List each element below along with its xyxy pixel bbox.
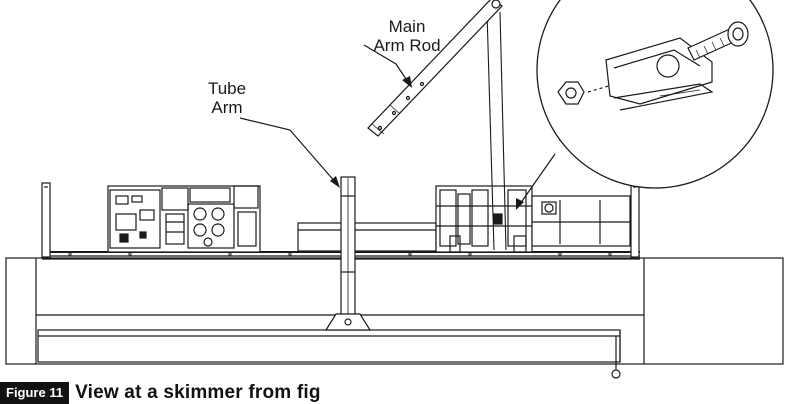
main-arm-rod: [367, 0, 503, 137]
pull-chain: [611, 336, 621, 379]
detail-magnifier: [536, 0, 774, 189]
main-arm-rod-label-line2: Arm Rod: [373, 36, 441, 55]
tube-arm-label-line2: Arm: [211, 98, 243, 117]
tube-arm: [324, 176, 372, 331]
motor-assembly: [435, 185, 631, 253]
arm-posts: [486, 11, 507, 251]
main-arm-rod-label: Main Arm Rod: [352, 17, 462, 55]
figure-caption: Figure 11 View at a skimmer from fig: [0, 382, 321, 404]
platform-frame: [5, 257, 784, 365]
leader-lines: [239, 44, 556, 205]
control-board: [107, 185, 261, 253]
tube-arm-label-line1: Tube: [207, 79, 247, 98]
leader-arrowhead: [402, 76, 412, 88]
leader-arrowhead: [330, 176, 340, 188]
main-arm-rod-label-line1: Main: [388, 17, 426, 36]
leader-arrowhead: [516, 198, 524, 210]
slide-plate: [297, 222, 437, 252]
tube-arm-label: Tube Arm: [186, 79, 268, 117]
bracket-clip: [605, 37, 714, 111]
hex-nut: [557, 81, 585, 105]
caption-text: View at a skimmer from fig: [75, 382, 321, 403]
figure-badge: Figure 11: [0, 382, 70, 404]
socket-screw: [687, 21, 749, 61]
